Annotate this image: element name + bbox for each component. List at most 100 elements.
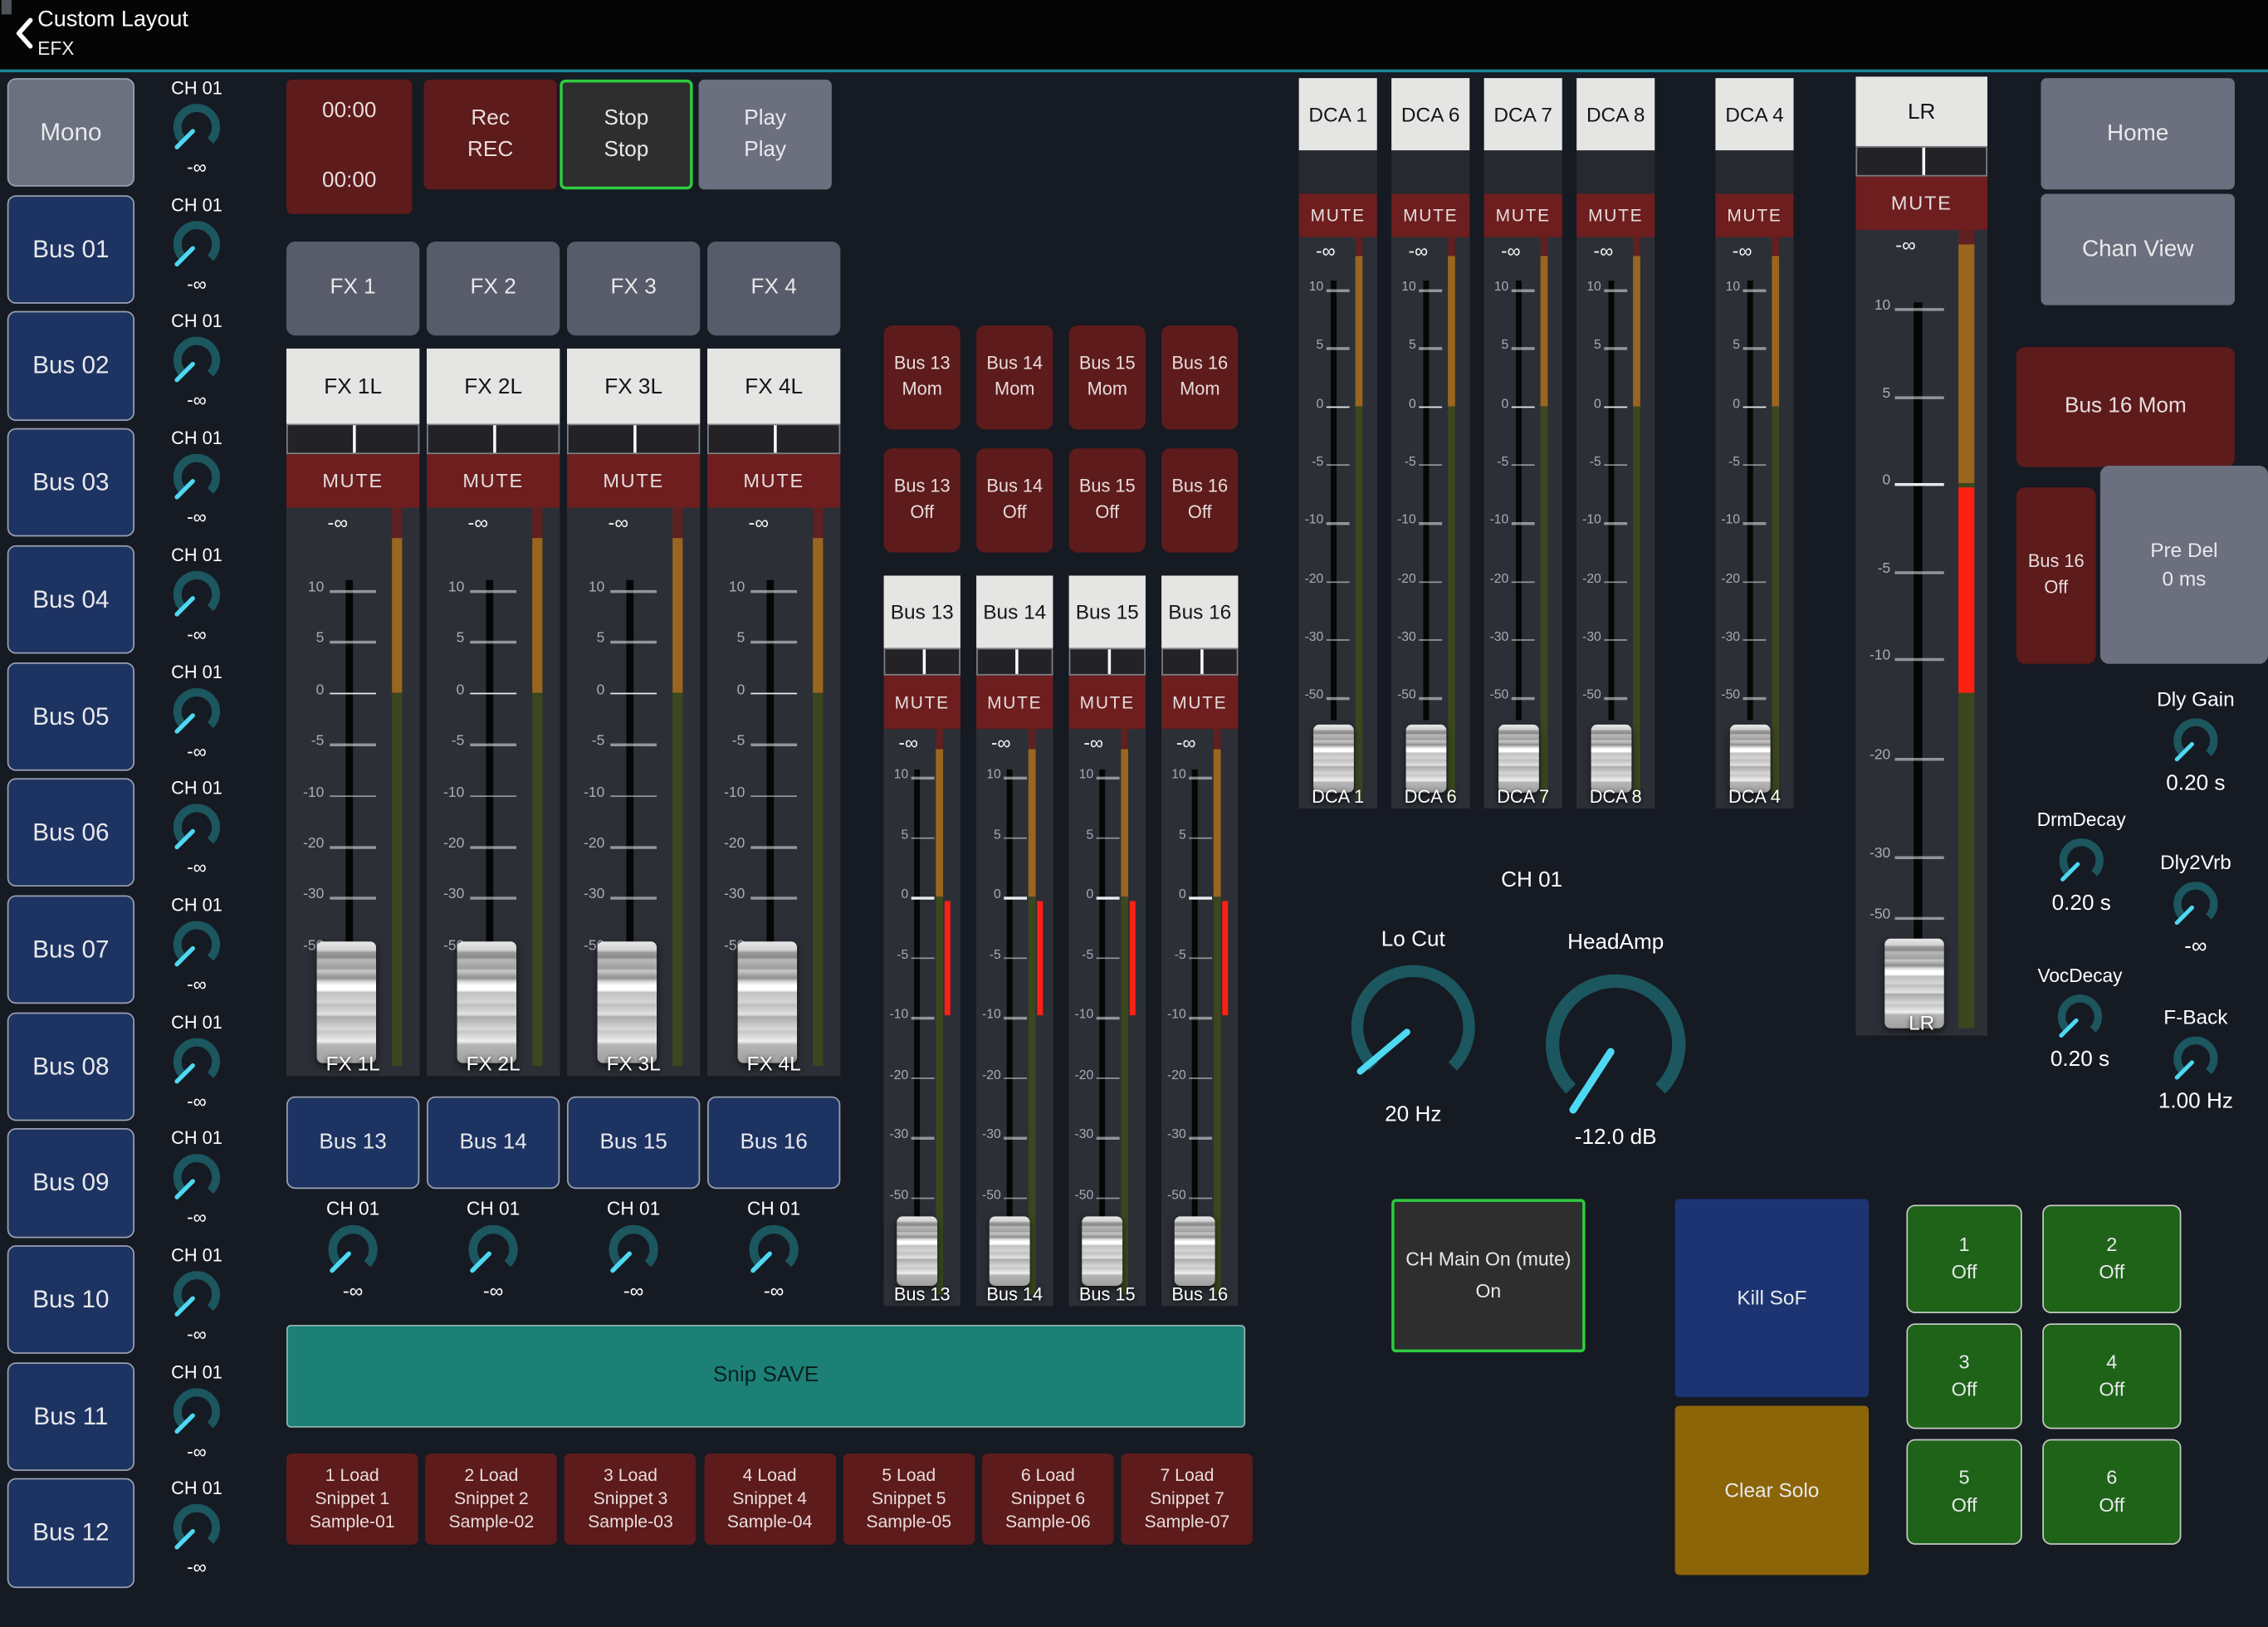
dca-strip-dca-4-mute-button[interactable]: MUTE <box>1715 193 1794 237</box>
kill-sof-button[interactable]: Kill SoF <box>1674 1199 1870 1398</box>
aux-send-knob-10-knob[interactable] <box>169 1151 224 1205</box>
bus-strip-16-fader-cap[interactable] <box>1174 1216 1215 1286</box>
fx-strip-2-mute-button[interactable]: MUTE <box>426 454 560 508</box>
dca-strip-dca-1-mute-button[interactable]: MUTE <box>1298 193 1377 237</box>
sidebar-item-bus-06[interactable]: Bus 06 <box>7 778 135 887</box>
aux-send-knob-7-knob[interactable] <box>169 800 224 855</box>
bus-strip-15-pan-control[interactable] <box>1068 647 1146 676</box>
bus16-mom-button[interactable]: Bus 16 Mom <box>2016 347 2235 467</box>
fx-strip-1-mute-button[interactable]: MUTE <box>286 454 420 508</box>
sidebar-item-bus-10[interactable]: Bus 10 <box>7 1245 135 1355</box>
fx-strip-4-mute-button[interactable]: MUTE <box>707 454 841 508</box>
fx-select-button-1[interactable]: FX 1 <box>286 241 420 336</box>
param-knob-drm-decay-knob[interactable] <box>2055 834 2108 887</box>
fx-select-button-3[interactable]: FX 3 <box>566 241 701 336</box>
sidebar-item-bus-12[interactable]: Bus 12 <box>7 1478 135 1588</box>
fx-strip-3-fader-cap[interactable] <box>597 941 657 1063</box>
aux-send-knob-12-knob[interactable] <box>169 1384 224 1439</box>
lo-cut-knob-knob[interactable] <box>1347 960 1479 1093</box>
sidebar-item-bus-05[interactable]: Bus 05 <box>7 662 135 771</box>
bus-assign-button-bus-14[interactable]: Bus 14 <box>426 1096 560 1190</box>
dca-strip-dca-7-mute-button[interactable]: MUTE <box>1483 193 1562 237</box>
snip-save-button[interactable]: Snip SAVE <box>286 1324 1246 1428</box>
aux-send-knob-6-knob[interactable] <box>169 683 224 738</box>
back-button[interactable] <box>12 17 37 55</box>
bus-strip-14-fader-cap[interactable] <box>989 1216 1030 1286</box>
sidebar-item-bus-11[interactable]: Bus 11 <box>7 1361 135 1471</box>
sidebar-item-bus-04[interactable]: Bus 04 <box>7 545 135 654</box>
sidebar-item-bus-02[interactable]: Bus 02 <box>7 311 135 421</box>
fx-strip-1-fader-cap[interactable] <box>316 941 377 1063</box>
param-knob-dly-gain-knob[interactable] <box>2170 715 2222 767</box>
bus-strip-13-fader-cap[interactable] <box>897 1216 938 1286</box>
aux-send-knob-11-knob[interactable] <box>169 1267 224 1322</box>
lr-strip-mute-button[interactable]: MUTE <box>1855 176 1987 231</box>
aux-send-knob-5-knob[interactable] <box>169 567 224 622</box>
param-knob-dly2vrb-knob[interactable] <box>2170 878 2222 931</box>
headamp-knob-knob[interactable] <box>1541 969 1691 1119</box>
bus-assign-button-bus-15[interactable]: Bus 15 <box>566 1096 701 1190</box>
fx-strip-3-pan-control[interactable] <box>566 423 701 455</box>
dca-strip-dca-7-fader-cap[interactable] <box>1498 724 1539 793</box>
aux-send-knob-13-knob[interactable] <box>169 1500 224 1555</box>
sidebar-item-mono[interactable]: Mono <box>7 78 135 188</box>
dca-strip-dca-6-fader-cap[interactable] <box>1405 724 1447 793</box>
bus-strip-16-pan-control[interactable] <box>1161 647 1239 676</box>
ch-main-on-button[interactable]: CH Main On (mute)On <box>1391 1199 1586 1353</box>
fx-select-button-2[interactable]: FX 2 <box>426 241 560 336</box>
sidebar-item-bus-01[interactable]: Bus 01 <box>7 194 135 304</box>
aux-send-knob-4-knob[interactable] <box>169 450 224 505</box>
fx-strip-3-mute-button[interactable]: MUTE <box>566 454 701 508</box>
home-button[interactable]: Home <box>2041 78 2235 190</box>
fx-strip-2-pan-control[interactable] <box>426 423 560 455</box>
aux-send-knob-8-knob[interactable] <box>169 916 224 971</box>
dca-strip-dca-8-mute-button[interactable]: MUTE <box>1576 193 1655 237</box>
bus-strip-15-mute-button[interactable]: MUTE <box>1068 675 1146 730</box>
param-knob-f-back-knob[interactable] <box>2170 1033 2222 1085</box>
lr-strip-fader-cap[interactable] <box>1884 938 1944 1028</box>
fx-strip-2-fader-cap[interactable] <box>457 941 517 1063</box>
fx-send-knob-1-knob[interactable] <box>324 1221 382 1279</box>
bus-strip-14-mute-button[interactable]: MUTE <box>976 675 1053 730</box>
bus-strip-14-pan-control[interactable] <box>976 647 1053 676</box>
fx-send-knob-2-knob[interactable] <box>464 1221 522 1279</box>
param-knob-voc-decay-knob[interactable] <box>2054 991 2106 1043</box>
chan-view-button[interactable]: Chan View <box>2041 193 2235 305</box>
fx-strip-4-fader-cap[interactable] <box>737 941 798 1063</box>
lr-strip-pan-control[interactable] <box>1855 145 1987 177</box>
bus-strip-16-mute-button[interactable]: MUTE <box>1161 675 1239 730</box>
fx-strip-4-pan-control[interactable] <box>707 423 841 455</box>
dca-strip-dca-4-fader-cap[interactable] <box>1729 724 1771 793</box>
clear-solo-button[interactable]: Clear Solo <box>1674 1405 1870 1576</box>
sidebar-item-bus-09[interactable]: Bus 09 <box>7 1128 135 1238</box>
recorder-time-button[interactable]: 00:00 00:00 <box>286 79 413 214</box>
bus-strip-13-pan-control[interactable] <box>883 647 960 676</box>
fx-send-knob-4-knob[interactable] <box>745 1221 803 1279</box>
bus-assign-button-bus-16[interactable]: Bus 16 <box>707 1096 841 1190</box>
bus-assign-button-bus-13[interactable]: Bus 13 <box>286 1096 420 1190</box>
aux-send-knob-9-knob[interactable] <box>169 1033 224 1088</box>
aux-send-knob-1-knob[interactable] <box>169 100 224 154</box>
